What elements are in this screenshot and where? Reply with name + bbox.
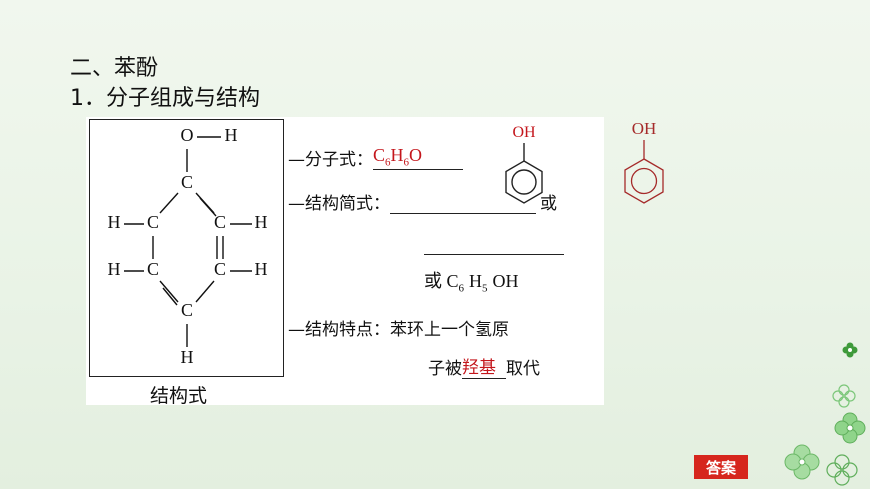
alt-formula-prefix: 或 bbox=[424, 271, 447, 291]
feature-text-line1: 苯环上一个氢原 bbox=[390, 320, 509, 340]
content-panel: O H C H C C H H C C H C H bbox=[86, 117, 604, 407]
atom-h-top: H bbox=[225, 125, 238, 145]
molecular-formula-row: —分子式：C6H6O bbox=[288, 145, 463, 170]
phenol-ring-answer: OH bbox=[505, 124, 543, 204]
structural-formula-box: O H C H C C H H C C H C H bbox=[89, 119, 284, 377]
simple-structure-blank-2 bbox=[424, 235, 564, 255]
subsection-heading: 1．分子组成与结构 bbox=[70, 86, 260, 111]
feature-label: —结构特点： bbox=[288, 320, 390, 340]
structure-caption: 结构式 bbox=[150, 385, 208, 407]
atom-c1: C bbox=[181, 172, 193, 192]
structural-formula-diagram: O H C H C C H H C C H C H bbox=[108, 125, 268, 367]
atom-c2: C bbox=[147, 212, 159, 232]
molecular-formula-label: —分子式： bbox=[288, 150, 373, 170]
ring-oh-label-2: OH bbox=[632, 119, 657, 138]
simple-structure-row: —结构简式： 或 bbox=[288, 189, 557, 214]
atom-h-left2: H bbox=[108, 259, 121, 279]
atom-c6: C bbox=[181, 300, 193, 320]
flower-icon-green-2 bbox=[784, 444, 820, 480]
atom-c4: C bbox=[147, 259, 159, 279]
or-text: 或 bbox=[540, 194, 557, 214]
molecular-formula-answer: C6H6O bbox=[373, 145, 463, 170]
flower-icon-outline-2 bbox=[826, 454, 858, 486]
phenol-ring-reference: OH bbox=[624, 119, 664, 204]
atom-h-bottom: H bbox=[181, 347, 194, 367]
flower-icon-small bbox=[842, 342, 858, 358]
atom-c5: C bbox=[214, 259, 226, 279]
simple-structure-label: —结构简式： bbox=[288, 194, 390, 214]
feature-answer: 羟基 bbox=[462, 353, 506, 379]
answer-button[interactable]: 答案 bbox=[694, 455, 748, 479]
feature-text-pre: 子被 bbox=[428, 359, 462, 379]
feature-row-2: 子被羟基取代 bbox=[428, 353, 540, 379]
atom-h-left1: H bbox=[108, 212, 121, 232]
simple-structure-blank bbox=[390, 195, 536, 214]
atom-c3: C bbox=[214, 212, 226, 232]
flower-icon-outline-1 bbox=[832, 384, 856, 408]
bond-lines bbox=[124, 136, 252, 347]
feature-text-post: 取代 bbox=[506, 359, 540, 379]
atom-h-right2: H bbox=[255, 259, 268, 279]
atom-o: O bbox=[181, 125, 194, 145]
section-heading: 二、苯酚 bbox=[70, 56, 159, 81]
feature-row: —结构特点：苯环上一个氢原 bbox=[288, 315, 509, 340]
decorative-flowers bbox=[784, 342, 866, 486]
atom-h-right1: H bbox=[255, 212, 268, 232]
ring-oh-label: OH bbox=[512, 124, 536, 141]
flower-icon-green-1 bbox=[834, 412, 866, 444]
